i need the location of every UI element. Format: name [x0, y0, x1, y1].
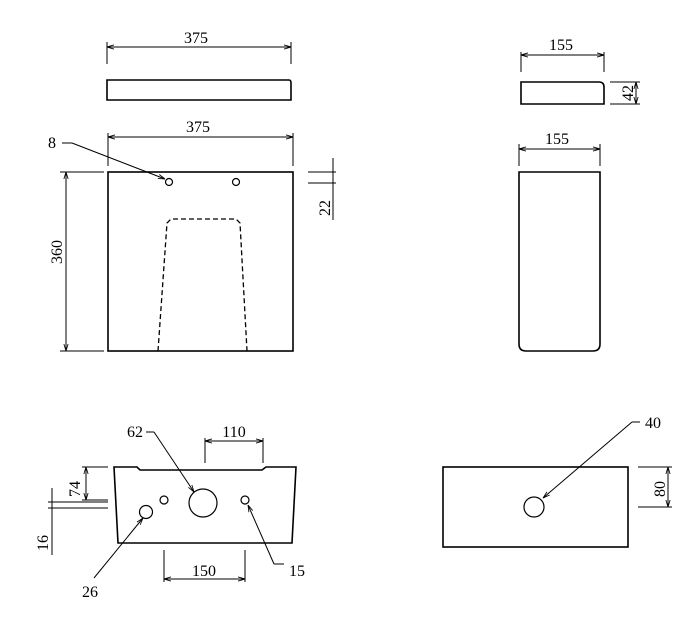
lid-front-view: 375 — [106, 30, 292, 101]
tank-front-view: 375 360 8 22 — [48, 119, 336, 352]
center-hole — [188, 488, 218, 518]
lid-width-label: 375 — [184, 30, 208, 47]
tank-side-width-label: 155 — [545, 131, 569, 148]
left-hole — [138, 504, 154, 520]
left-hole-leader — [93, 518, 143, 579]
tank-height-label: 360 — [49, 240, 66, 264]
lid-side-width-label: 155 — [549, 37, 573, 54]
hole-diameter-label: 8 — [48, 135, 56, 152]
lid-height-label: 42 — [620, 85, 637, 101]
left-small-hole — [159, 495, 169, 505]
center-hole-label: 62 — [127, 424, 143, 441]
base-top-view: 40 80 — [442, 415, 672, 548]
hidden-outlet-outline — [157, 218, 248, 352]
base-hole — [523, 496, 545, 518]
mounting-hole-right — [231, 177, 241, 187]
tank-side-outline — [518, 171, 601, 352]
tank-side-view: 155 — [518, 131, 601, 352]
hole-offset-label: 22 — [317, 200, 334, 216]
base-hole-label: 40 — [645, 415, 661, 432]
lid-side-outline — [520, 81, 605, 105]
right-hole-label: 15 — [289, 563, 305, 580]
tank-front-outline — [107, 171, 294, 352]
wall-label: 16 — [35, 535, 52, 551]
right-hole-leader — [248, 505, 275, 565]
left-hole-label: 26 — [82, 584, 98, 601]
bottom-spacing-label: 150 — [192, 563, 216, 580]
lid-side-view: 155 42 — [520, 37, 640, 105]
base-hole-leader — [543, 421, 633, 498]
base-height-label: 80 — [652, 481, 669, 497]
top-spacing-label: 110 — [222, 424, 245, 441]
lid-front-outline — [106, 79, 292, 101]
mounting-hole-left — [164, 177, 174, 187]
tank-top-view: 110 150 74 16 62 26 15 — [35, 424, 305, 601]
depth-label: 74 — [67, 481, 84, 497]
right-hole — [240, 495, 250, 505]
tank-width-label: 375 — [186, 119, 210, 136]
